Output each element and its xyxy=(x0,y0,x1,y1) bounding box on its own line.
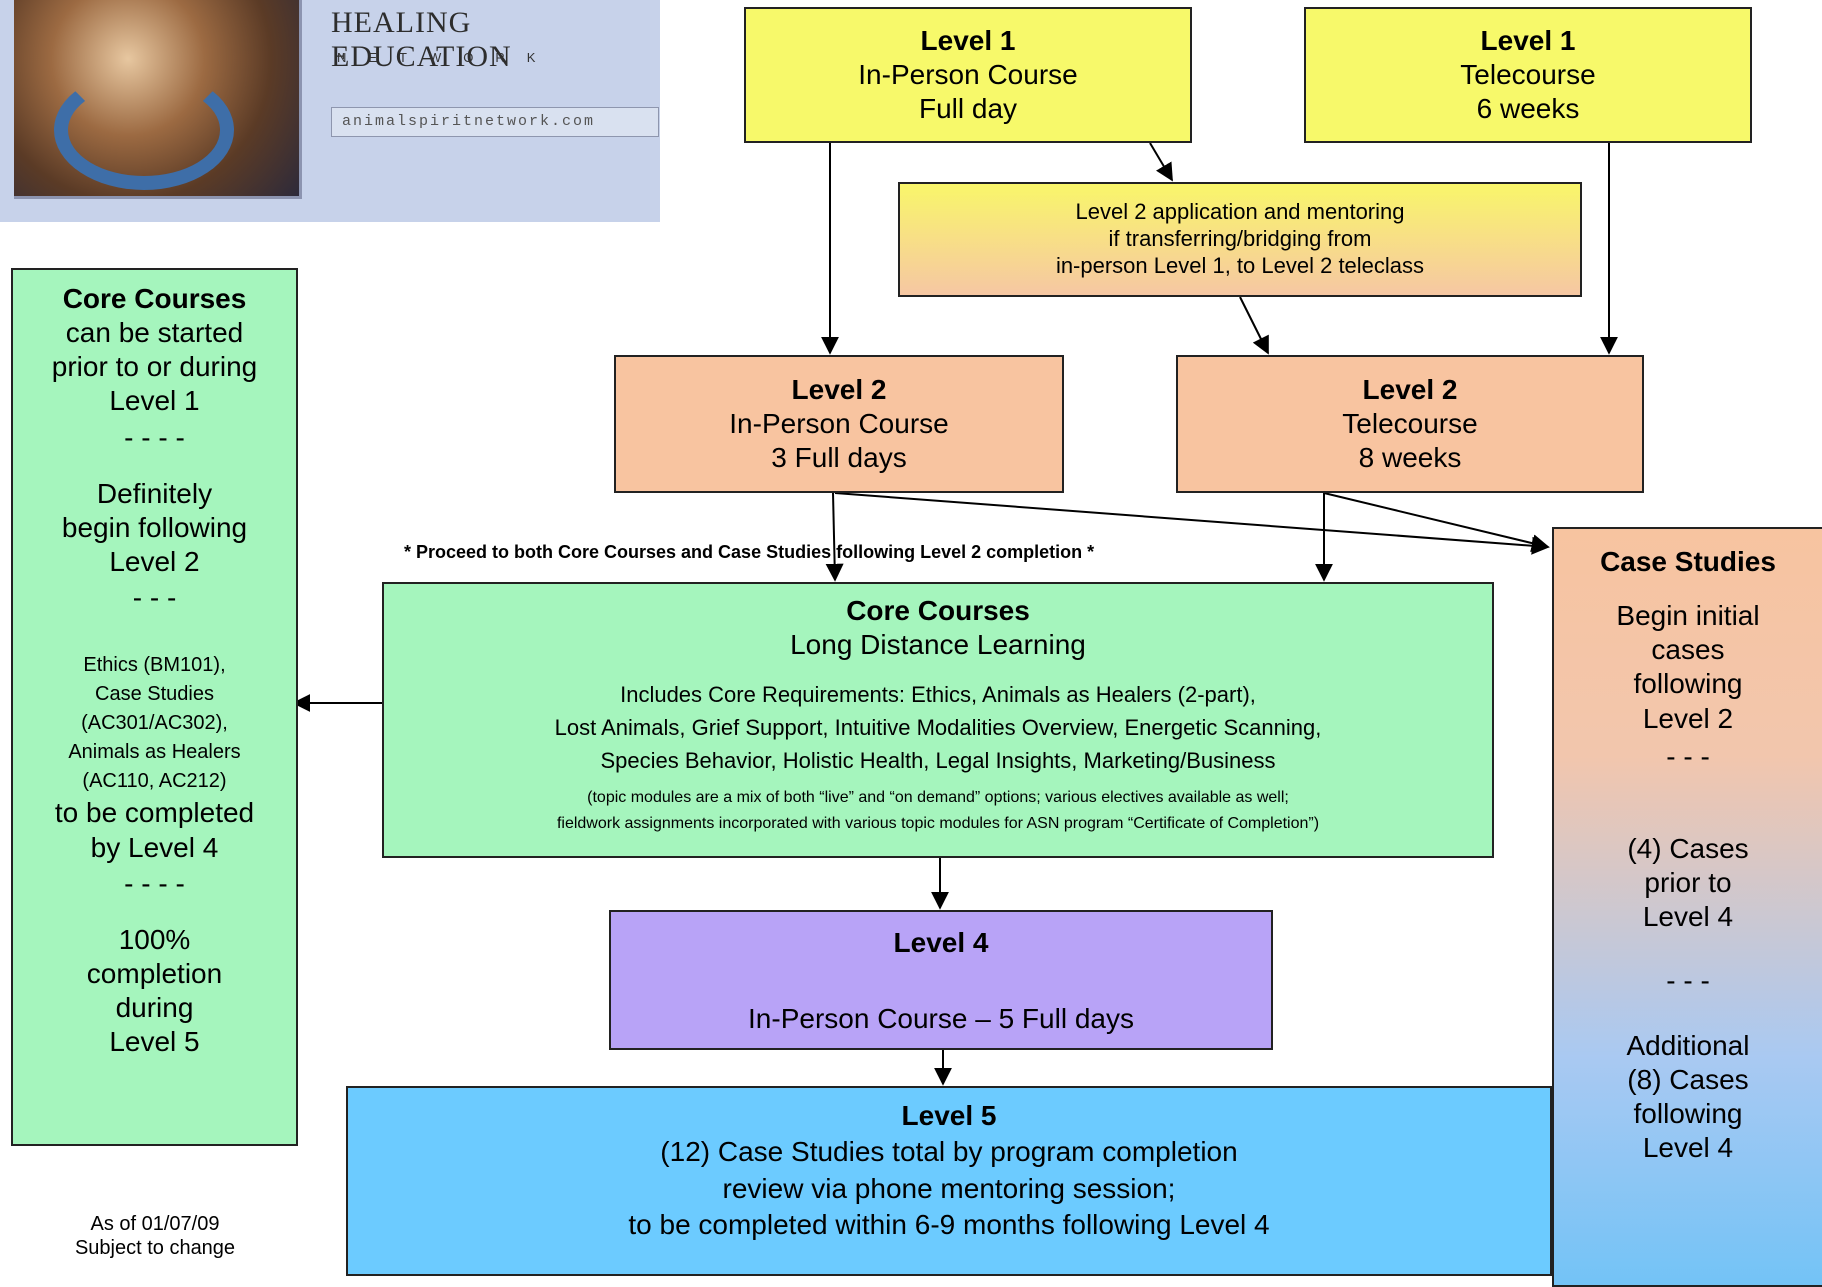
core-side-sep3: - - - - xyxy=(124,867,185,899)
case-studies-sep1: - - - xyxy=(1666,740,1710,772)
core-side-p2: Definitely begin following Level 2 xyxy=(61,477,248,578)
core-main-req3: Species Behavior, Holistic Health, Legal… xyxy=(600,748,1276,774)
level2-inperson-line1: In-Person Course xyxy=(729,407,949,439)
core-side-sep1: - - - - xyxy=(124,421,185,453)
logo-subtitle: NETWORK xyxy=(337,50,558,65)
core-main-req2: Lost Animals, Grief Support, Intuitive M… xyxy=(554,715,1322,741)
level5-line1: (12) Case Studies total by program compl… xyxy=(660,1136,1238,1168)
level5-title: Level 5 xyxy=(901,1100,997,1131)
arrow-bridge-to-l2-tele xyxy=(1239,296,1269,355)
arrow-l1-to-bridge xyxy=(1149,142,1173,182)
logo-url: animalspiritnetwork.com xyxy=(331,107,659,137)
level5-line3: to be completed within 6-9 months follow… xyxy=(628,1209,1270,1241)
case-studies-p2: (4) Cases prior to Level 4 xyxy=(1627,832,1749,933)
core-main-req1: Includes Core Requirements: Ethics, Anim… xyxy=(620,682,1256,708)
core-side-p4: 100% completion during Level 5 xyxy=(86,923,223,1058)
case-studies-title: Case Studies xyxy=(1600,546,1776,577)
level1-telecourse-box: Level 1 Telecourse 6 weeks xyxy=(1304,7,1752,143)
level2-tele-line1: Telecourse xyxy=(1342,407,1478,439)
level2-inperson-title: Level 2 xyxy=(791,373,887,405)
core-side-sep2: - - - xyxy=(132,582,177,614)
arrow-l2tele-to-cases xyxy=(1323,492,1550,552)
level2-tele-line2: 8 weeks xyxy=(1358,442,1462,474)
level1-inperson-line1: In-Person Course xyxy=(858,58,1078,90)
case-studies-box: Case Studies Begin initial cases followi… xyxy=(1552,527,1822,1287)
level1-tele-title: Level 1 xyxy=(1480,24,1576,56)
level4-line1: In-Person Course – 5 Full days xyxy=(748,1003,1134,1035)
bridge-box: Level 2 application and mentoring if tra… xyxy=(898,182,1582,297)
case-studies-p3: Additional (8) Cases following Level 4 xyxy=(1626,1029,1750,1164)
logo-banner: HEALING EDUCATION NETWORK animalspiritne… xyxy=(0,0,660,222)
case-studies-p1: Begin initial cases following Level 2 xyxy=(1616,600,1760,734)
core-side-title: Core Courses xyxy=(62,283,247,314)
logo-title: HEALING EDUCATION xyxy=(331,6,512,73)
logo-painting xyxy=(14,0,302,199)
level1-inperson-title: Level 1 xyxy=(920,24,1016,56)
footer-note: As of 01/07/09 Subject to change xyxy=(40,1212,270,1261)
level1-inperson-line2: Full day xyxy=(918,93,1018,125)
footer-date: As of 01/07/09 xyxy=(90,1213,220,1235)
level2-telecourse-box: Level 2 Telecourse 8 weeks xyxy=(1176,355,1644,493)
level1-inperson-box: Level 1 In-Person Course Full day xyxy=(744,7,1192,143)
core-main-subtitle: Long Distance Learning xyxy=(790,629,1086,661)
proceed-note: * Proceed to both Core Courses and Case … xyxy=(404,542,1095,562)
core-main-note1: (topic modules are a mix of both “live” … xyxy=(587,789,1289,807)
core-main-note2: fieldwork assignments incorporated with … xyxy=(556,814,1320,832)
level4-box: Level 4 In-Person Course – 5 Full days xyxy=(609,910,1273,1050)
bridge-line2: if transferring/bridging from xyxy=(1108,226,1372,252)
arrow-l2-to-core xyxy=(825,492,844,582)
connector-arrows xyxy=(292,142,1618,1086)
level1-tele-line1: Telecourse xyxy=(1460,58,1596,90)
level5-line2: review via phone mentoring session; xyxy=(722,1172,1176,1204)
level2-inperson-line2: 3 Full days xyxy=(771,442,907,474)
core-side-p1: can be started prior to or during Level … xyxy=(51,317,258,417)
core-courses-main-box: Core Courses Long Distance Learning Incl… xyxy=(382,582,1494,858)
level2-inperson-box: Level 2 In-Person Course 3 Full days xyxy=(614,355,1064,493)
case-studies-sep2: - - - xyxy=(1666,965,1710,997)
bridge-line1: Level 2 application and mentoring xyxy=(1075,199,1405,225)
arrow-l2-to-cases-1 xyxy=(834,492,1550,555)
core-side-small: Ethics (BM101), Case Studies (AC301/AC30… xyxy=(68,654,241,793)
core-main-title: Core Courses xyxy=(846,595,1030,626)
core-side-p3: to be completed by Level 4 xyxy=(54,797,255,863)
core-courses-side-box: Core Courses can be started prior to or … xyxy=(11,268,298,1146)
level4-title: Level 4 xyxy=(893,927,989,958)
level1-tele-line2: 6 weeks xyxy=(1476,93,1580,125)
level5-box: Level 5 (12) Case Studies total by progr… xyxy=(346,1086,1552,1276)
footer-change: Subject to change xyxy=(74,1237,236,1260)
bridge-line3: in-person Level 1, to Level 2 teleclass xyxy=(1055,252,1425,278)
level2-tele-title: Level 2 xyxy=(1362,373,1458,405)
